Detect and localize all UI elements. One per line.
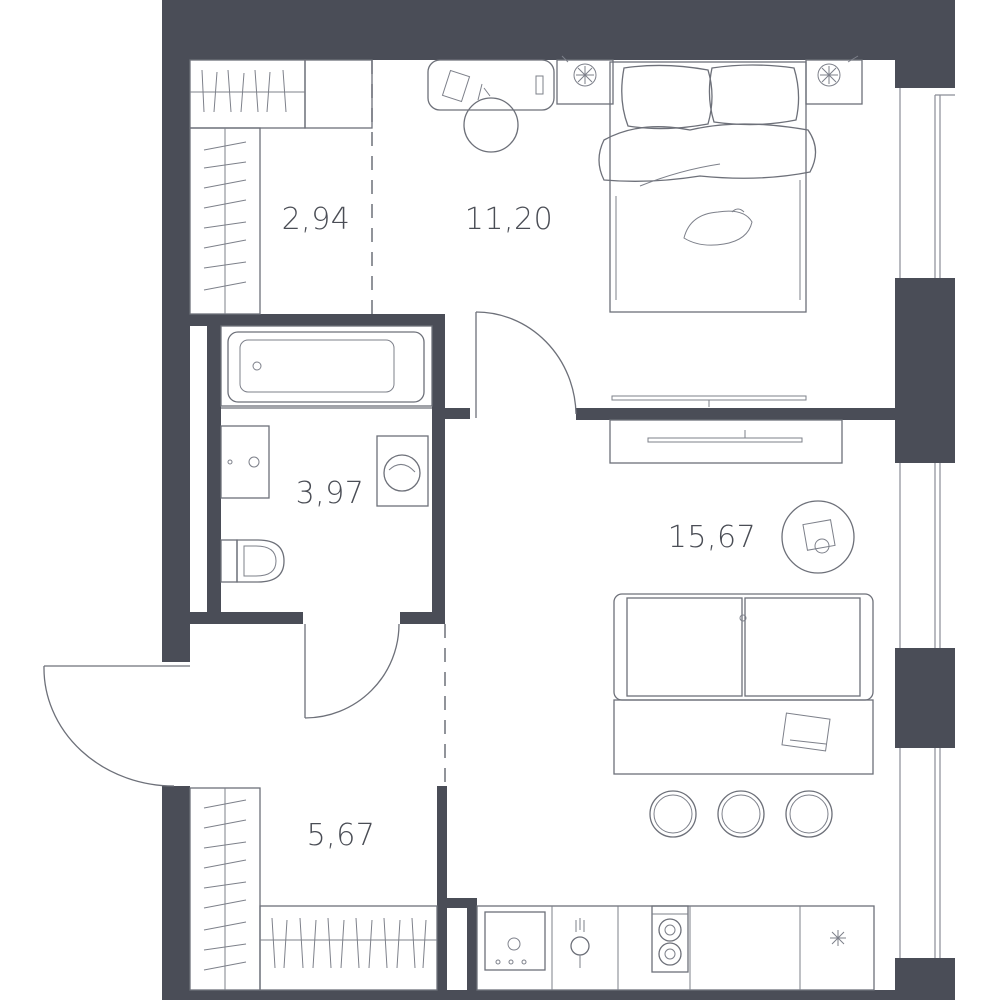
nightstand-left [556, 55, 614, 105]
tv-stand [609, 419, 843, 464]
bedroom-door [475, 311, 577, 418]
kitchen-sink [570, 918, 590, 968]
desk [427, 59, 555, 153]
sink [220, 425, 270, 499]
tv-bedroom [611, 395, 807, 407]
area-wardrobe: 2,94 [282, 202, 351, 237]
walls [162, 0, 955, 1000]
area-living-kitchen: 15,67 [668, 520, 756, 555]
washing-machine [376, 435, 429, 507]
area-bathroom: 3,97 [296, 476, 365, 511]
bed [598, 61, 817, 313]
dining-table [613, 699, 874, 775]
hallway-wardrobe-vertical [189, 787, 261, 991]
area-labels: 2,94 11,20 3,97 15,67 5,67 [282, 202, 756, 853]
nightstand-right [805, 55, 863, 105]
cooktop [651, 905, 689, 973]
bathtub [220, 325, 433, 407]
fridge-icon [830, 930, 846, 946]
area-bedroom: 11,20 [465, 202, 553, 237]
bar-stools [649, 790, 833, 838]
window-bedroom [899, 88, 955, 278]
coffee-table [781, 500, 855, 574]
windows [899, 88, 955, 958]
kitchen-counter [476, 905, 875, 991]
dishwasher [484, 911, 546, 971]
hallway-wardrobe-horizontal [259, 905, 438, 991]
wardrobe-shelves [189, 59, 373, 315]
doors [43, 311, 577, 787]
toilet [220, 539, 285, 583]
sofa [613, 593, 874, 701]
window-living [899, 463, 941, 648]
window-kitchen [899, 748, 941, 958]
area-hallway: 5,67 [307, 818, 376, 853]
bathroom-door [304, 623, 400, 719]
entrance-door [43, 665, 190, 787]
